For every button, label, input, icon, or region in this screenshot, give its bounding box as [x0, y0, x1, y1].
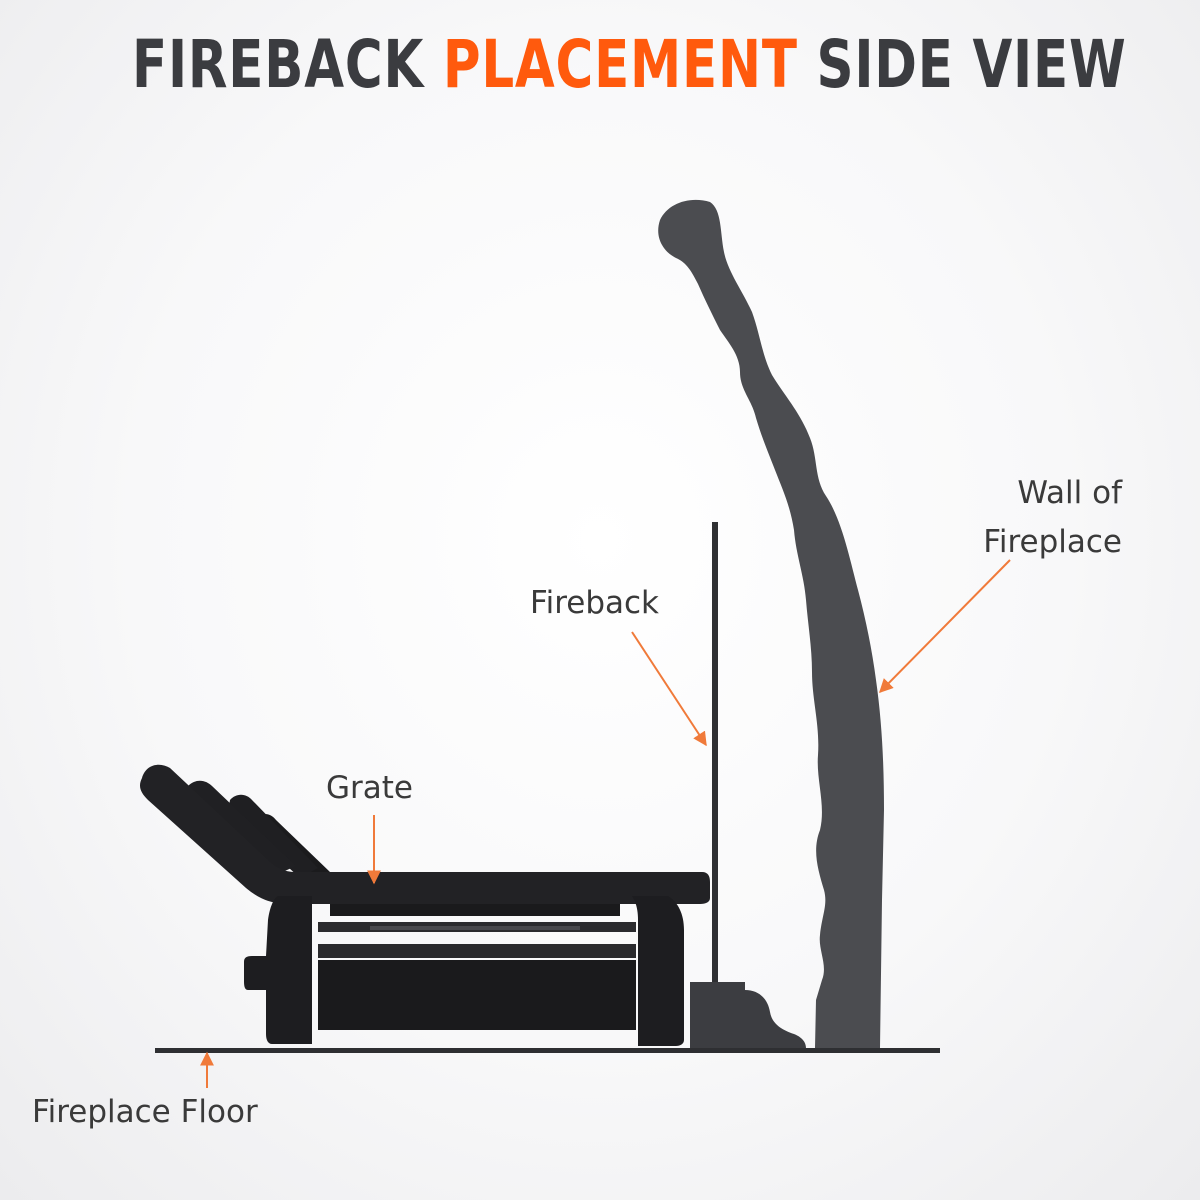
grate-label: Grate — [326, 770, 413, 806]
grate-left-leg — [244, 896, 312, 1044]
title-part-fireback: FIREBACK — [132, 26, 425, 103]
fireplace-floor — [155, 1048, 940, 1053]
grate-ash-pan — [318, 960, 636, 1030]
wall-label: Wall of Fireplace — [900, 472, 1122, 570]
grate-bar-3 — [228, 794, 318, 878]
fireback-plate — [712, 522, 718, 984]
grate — [140, 764, 710, 1046]
floor-label: Fireplace Floor — [32, 1094, 258, 1130]
fireplace-wall — [658, 199, 884, 1048]
fireback-arrow — [631, 631, 707, 747]
grate-crossbar-highlight — [370, 926, 580, 930]
grate-right-leg — [632, 896, 684, 1046]
fireback-label: Fireback — [530, 585, 659, 621]
grate-bar-1 — [140, 764, 710, 904]
wall-label-line1: Wall of — [1017, 475, 1122, 511]
fireback-base — [690, 982, 806, 1048]
grate-bar-2 — [186, 780, 296, 874]
title-part-placement: PLACEMENT — [442, 26, 798, 103]
title-part-side-view: SIDE VIEW — [816, 26, 1127, 103]
grate-ash-pan-top — [318, 944, 636, 958]
diagram-title: FIREBACK PLACEMENT SIDE VIEW — [132, 20, 1126, 110]
grate-crossbar-1 — [330, 904, 620, 916]
wall-label-line2: Fireplace — [983, 524, 1122, 560]
wall-arrow — [879, 559, 1011, 693]
